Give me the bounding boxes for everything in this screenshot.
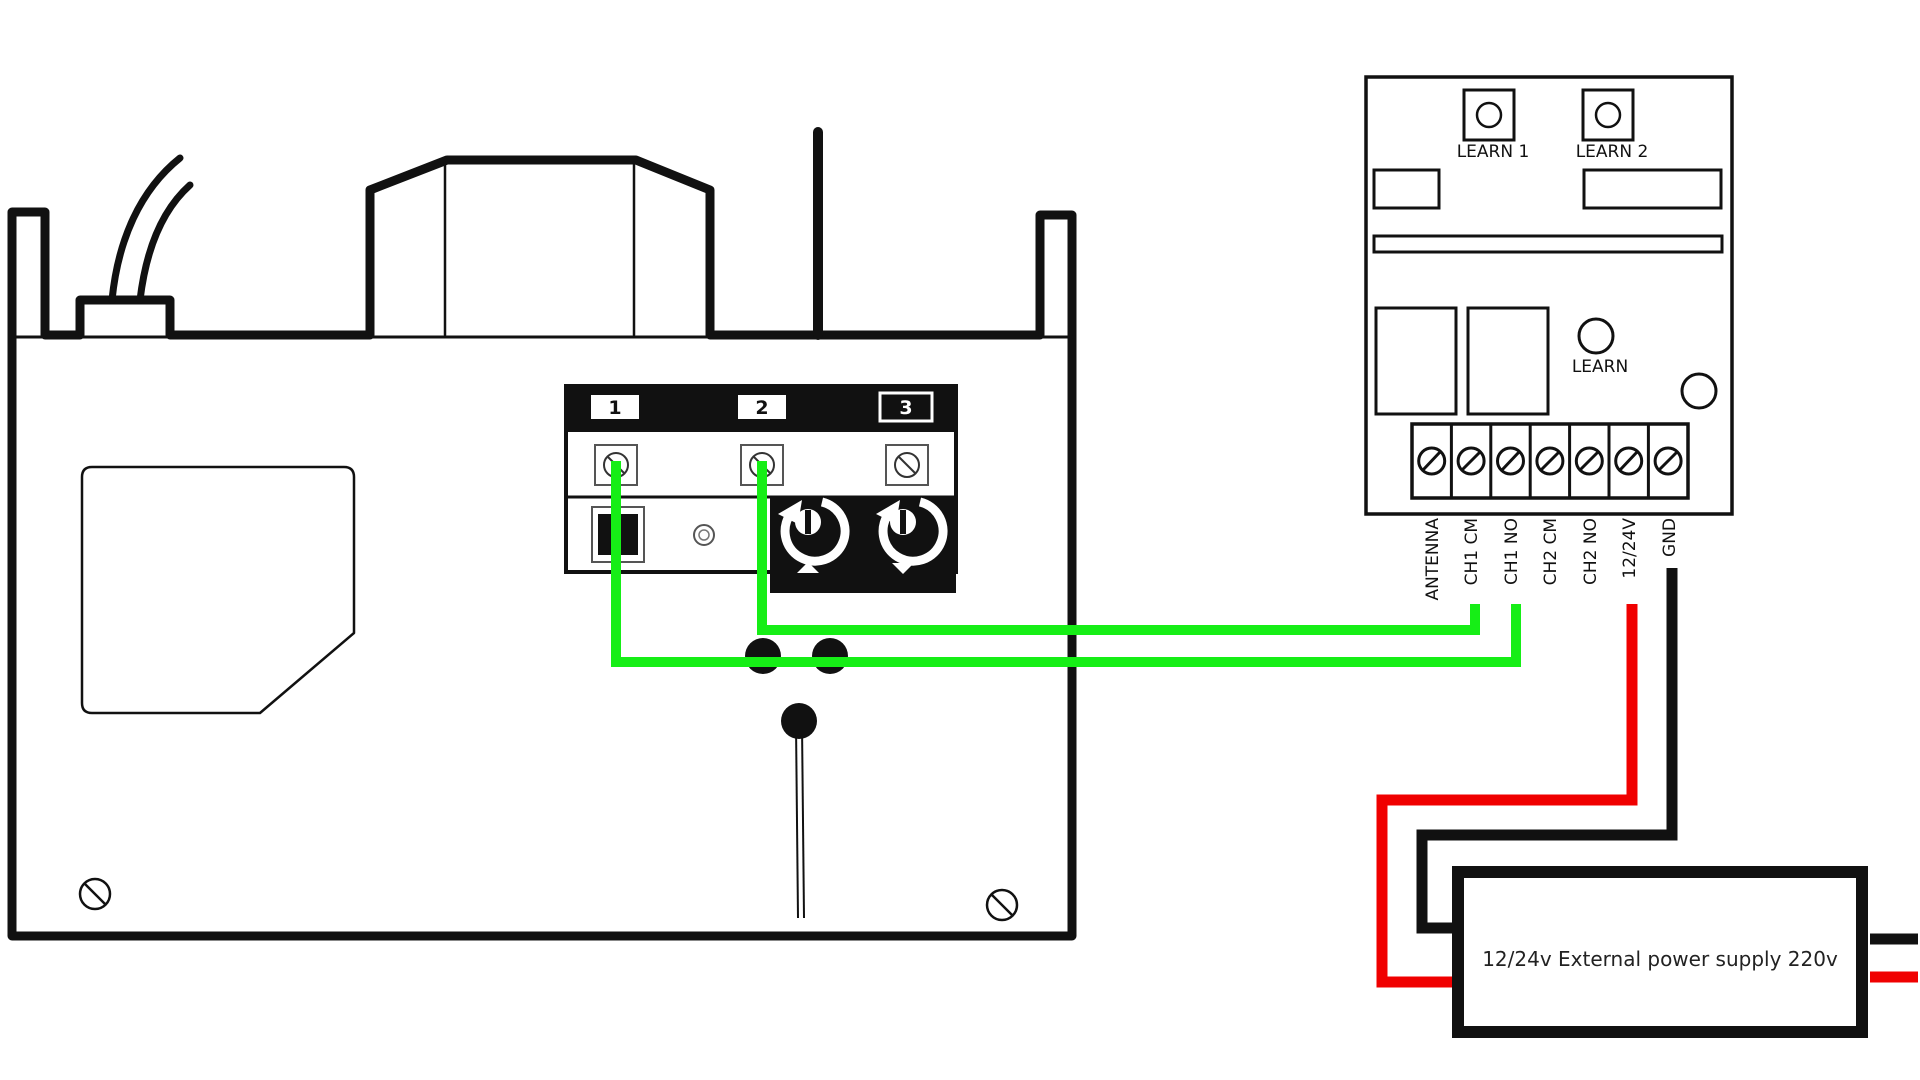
receiver-strip (1372, 234, 1724, 254)
screw-icon (78, 877, 112, 911)
opener-light-cord-knob (781, 703, 817, 739)
opener-light-cord (801, 724, 805, 919)
terminal-screw-icon (1614, 446, 1644, 476)
terminal-screw-icon (1496, 446, 1525, 476)
terminal-screw-icon (1535, 446, 1565, 476)
opener-power-cable (136, 181, 194, 304)
terminal-screw-icon (1417, 446, 1447, 476)
power-supply-label: 12/24v External power supply 220v (1482, 947, 1838, 971)
terminal-number-2: 2 (755, 397, 768, 419)
wire-red-12-24v (1376, 604, 1638, 988)
learn-2-button (1581, 88, 1635, 142)
terminal-number-3: 3 (899, 397, 912, 419)
rotate-dial-icon (778, 497, 850, 573)
terminal-screw-icon (1653, 446, 1683, 476)
screw-icon (985, 888, 1019, 922)
opener-light-cord (795, 724, 799, 919)
receiver-mount-hole-icon (1680, 372, 1718, 410)
wire-entry-hole (745, 638, 781, 674)
terminal-screw-icon (885, 444, 929, 486)
learn-label: LEARN (1572, 357, 1628, 377)
terminal-label-ch1-cm: CH1 CM (1462, 518, 1482, 585)
receiver-relay (1374, 306, 1458, 416)
wire-green-terminal2-ch1-cm (757, 461, 1480, 635)
opener-cover-panel (80, 465, 356, 715)
wire-green-terminal1-ch1-no (611, 461, 1521, 667)
receiver-chip (1372, 168, 1441, 210)
opener-power-cable (108, 154, 184, 304)
rotate-dial-icon (876, 497, 948, 574)
learn-led-icon (1577, 317, 1615, 355)
terminal-label-gnd: GND (1660, 518, 1680, 557)
receiver-chip (1582, 168, 1723, 210)
terminal-label-12-24v: 12/24V (1620, 518, 1640, 579)
terminal-label-antenna: ANTENNA (1423, 518, 1443, 601)
opener-housing (7, 155, 1077, 941)
terminal-screw-icon (1456, 446, 1486, 476)
wire-black-gnd (1416, 568, 1678, 934)
learn-2-label: LEARN 2 (1576, 142, 1649, 162)
learn-1-button (1462, 88, 1516, 142)
terminal-number-1: 1 (608, 397, 621, 419)
learn-1-label: LEARN 1 (1457, 142, 1530, 162)
receiver-relay (1466, 306, 1550, 416)
terminal-label-ch2-no: CH2 NO (1581, 518, 1601, 585)
wire-entry-hole (812, 638, 848, 674)
opener-unit (7, 127, 1077, 941)
terminal-label-ch1-no: CH1 NO (1502, 518, 1522, 585)
power-supply-box: 12/24v External power supply 220v (1452, 866, 1868, 1038)
terminal-screw-icon (1574, 446, 1604, 476)
terminal-label-ch2-cm: CH2 CM (1541, 518, 1561, 585)
